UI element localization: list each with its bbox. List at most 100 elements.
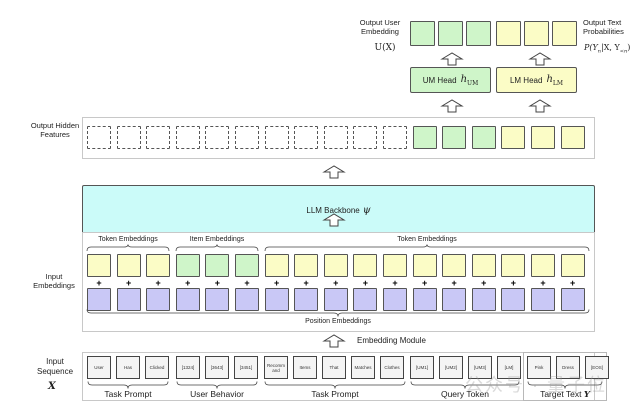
up-arrow-icon (322, 334, 346, 348)
output-user-embedding-cell (410, 21, 435, 46)
input-token: Items (293, 356, 317, 379)
input-token: [UM3] (468, 356, 492, 379)
input-token: [EOS] (585, 356, 609, 379)
plus-icon: + (244, 278, 250, 288)
position-embedding-cell (264, 288, 289, 311)
token-embedding-cell (383, 254, 407, 277)
brace-bottom (86, 309, 590, 317)
hidden-feature-cell (412, 126, 437, 149)
hidden-feature-cell (560, 126, 585, 149)
hidden-feature-cell (264, 126, 289, 149)
output-text-prob-cell (552, 21, 577, 46)
token-embedding-cell (531, 254, 555, 277)
plus-icon: + (362, 278, 369, 288)
brace-top (86, 244, 170, 252)
up-arrow-icon (322, 165, 346, 179)
token-embedding-cell (323, 254, 348, 277)
hidden-feature-cell (471, 126, 496, 149)
psi-symbol: ψ (362, 204, 371, 216)
position-embedding-cell (353, 288, 378, 311)
hidden-feature-cell (323, 126, 348, 149)
position-embedding-cell (205, 288, 230, 311)
hidden-feature-cell (531, 126, 555, 149)
input-token: Matches (351, 356, 375, 379)
plus-icon: + (155, 278, 161, 288)
group-label-task-prompt: Task Prompt (104, 389, 152, 399)
position-embedding-cell (87, 288, 111, 311)
hidden-feature-cell (383, 126, 407, 149)
token-embedding-cell (501, 254, 526, 277)
position-embedding-cell (560, 288, 585, 311)
input-token: [3451] (234, 356, 258, 379)
token-embedding-cell (442, 254, 467, 277)
plus-icon: + (451, 278, 457, 288)
um-head: UM Head hUM (410, 67, 491, 93)
input-token: That (322, 356, 346, 379)
up-arrow-icon (528, 52, 552, 66)
hidden-feature-cell (235, 126, 259, 149)
item-embedding-cell (205, 254, 230, 277)
output-text-prob-cell (496, 21, 521, 46)
hidden-feature-cell (87, 126, 111, 149)
input-token: Clicked (145, 356, 169, 379)
token-embedding-cell (560, 254, 585, 277)
position-embedding-cell (146, 288, 171, 311)
hidden-feature-cell (353, 126, 378, 149)
plus-icon: + (185, 278, 191, 288)
position-embedding-cell (235, 288, 259, 311)
input-token: [UM2] (439, 356, 463, 379)
group-label-token-embeddings: Token Embeddings (98, 236, 158, 243)
position-embedding-cell (442, 288, 467, 311)
position-embedding-cell (531, 288, 555, 311)
plus-icon: + (125, 278, 132, 288)
lm-head-label: LM Head (509, 75, 543, 85)
output-user-embedding-cell (438, 21, 463, 46)
group-label-user-behavior: User Behavior (190, 389, 244, 399)
watermark: 公众号 · 量子位 (465, 375, 607, 395)
group-label-task-prompt: Task Prompt (311, 389, 359, 399)
hidden-feature-cell (294, 126, 319, 149)
hidden-feature-cell (501, 126, 526, 149)
hidden-feature-cell (146, 126, 171, 149)
brace-bottom (527, 381, 603, 389)
output-user-embedding-label: Output User Embedding (359, 18, 401, 36)
brace-bottom (410, 381, 520, 389)
input-token: Has (116, 356, 140, 379)
plus-icon: + (421, 278, 428, 288)
output-text-prob-label: Output Text Probabilities (583, 18, 624, 36)
input-token: Clothes (380, 356, 404, 379)
lm-head: LM Head hLM (496, 67, 577, 93)
input-sequence-label: Input Sequence (36, 357, 74, 376)
input-token: Dress (556, 356, 580, 379)
plus-icon: + (569, 278, 576, 288)
brace-bottom (264, 381, 406, 389)
um-head-label: UM Head (422, 75, 457, 85)
hidden-feature-cell (175, 126, 200, 149)
position-embedding-cell (412, 288, 437, 311)
item-embedding-cell (235, 254, 259, 277)
plus-icon: + (392, 278, 398, 288)
group-label-item-embeddings: Item Embeddings (189, 236, 245, 243)
hidden-feature-cell (205, 126, 230, 149)
up-arrow-icon (440, 99, 464, 113)
plus-icon: + (214, 278, 221, 288)
output-text-prob-cell (524, 21, 549, 46)
input-token: [3643] (205, 356, 229, 379)
input-token: [LM] (497, 356, 521, 379)
input-token: Recomm and (264, 356, 288, 379)
group-label-token-embeddings: Token Embeddings (397, 236, 457, 243)
input-token: [1324] (176, 356, 200, 379)
position-embeddings-label: Position Embeddings (305, 318, 371, 325)
plus-icon: + (333, 278, 339, 288)
embedding-module-label: Embedding Module (357, 336, 426, 345)
group-label-target-text: Target Text Y (540, 389, 590, 400)
token-embedding-cell (264, 254, 289, 277)
input-token: User (87, 356, 111, 379)
input-token: Pink (527, 356, 551, 379)
output-user-embedding-cell (466, 21, 491, 46)
input-token: [UM1] (410, 356, 434, 379)
token-embedding-cell (471, 254, 496, 277)
llm-backbone-label: LLM Backbone (306, 205, 360, 215)
brace-bottom (176, 381, 258, 389)
user-embedding-math: U(X) (374, 43, 396, 53)
